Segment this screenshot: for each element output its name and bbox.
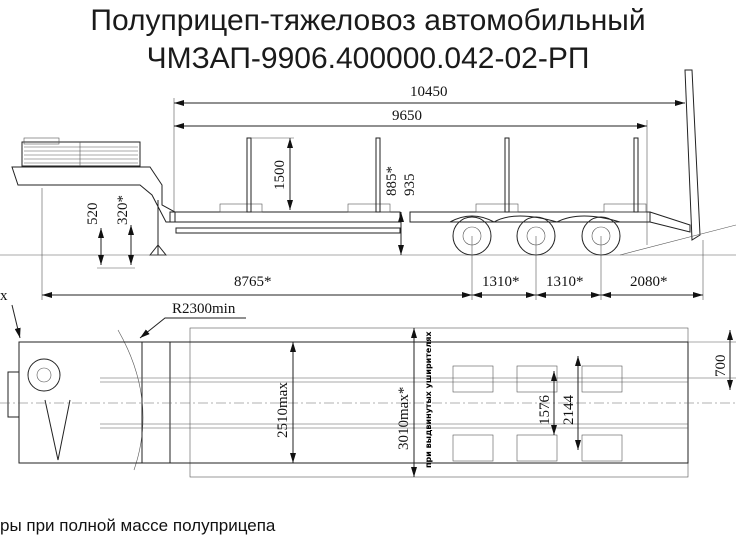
leader-line — [11, 304, 21, 339]
dim-track-inner: 1576 — [537, 395, 553, 426]
drawing-title-line1: Полуприцеп-тяжеловоз автомобильный — [90, 4, 646, 37]
stake — [246, 137, 252, 213]
frame-beams — [100, 377, 688, 429]
spare-wheel — [27, 358, 61, 392]
dim-fifth-wheel-height-loaded: 320* — [115, 195, 131, 225]
turn-radius-arc — [117, 329, 144, 471]
dim-fifth-wheel-height: 520 — [85, 203, 101, 226]
dim-turn-radius: R2300min — [172, 301, 236, 317]
dim-stake-height: 1500 — [272, 160, 288, 190]
dim-width-extended: 3010max* — [396, 387, 412, 450]
stake — [633, 137, 639, 213]
deck — [169, 203, 691, 234]
width-extended-note: при выдвинутых уширителях — [424, 331, 433, 468]
stake — [504, 137, 510, 213]
extended-outline — [189, 327, 689, 478]
dim-deck-length: 9650 — [392, 108, 422, 124]
plan-view: x R2300min 2510max 3010max* при выдвинут… — [0, 288, 736, 478]
gooseneck — [11, 137, 176, 256]
dim-ramp-width: 700 — [713, 355, 729, 378]
leader-line — [139, 317, 246, 339]
stakes — [246, 137, 639, 213]
trailer-outline — [18, 341, 689, 464]
corner-label: x — [0, 288, 8, 304]
dim-axle-spacing-1: 1310* — [482, 274, 520, 290]
ramp-angle-line — [619, 224, 736, 256]
wheels — [452, 216, 621, 256]
ramp — [684, 69, 701, 241]
drawing-title-line2: ЧМЗАП-9906.400000.042-02-РП — [146, 42, 590, 75]
side-view: 10450 9650 — [0, 69, 736, 300]
footnote: ры при полной массе полуприцепа — [0, 516, 276, 535]
dim-axle-spacing-2: 1310* — [546, 274, 584, 290]
dim-width: 2510max — [275, 382, 291, 438]
dim-track-outer: 2144 — [561, 395, 577, 426]
dim-rear-overhang: 2080* — [630, 274, 668, 290]
dim-kingpin-to-axle: 8765* — [234, 274, 272, 290]
dim-deck-height: 935 — [402, 174, 418, 197]
dim-overall-length: 10450 — [410, 84, 448, 100]
wheel-sets — [452, 365, 623, 462]
dim-deck-height-loaded: 885* — [384, 166, 400, 196]
stake — [375, 137, 381, 213]
